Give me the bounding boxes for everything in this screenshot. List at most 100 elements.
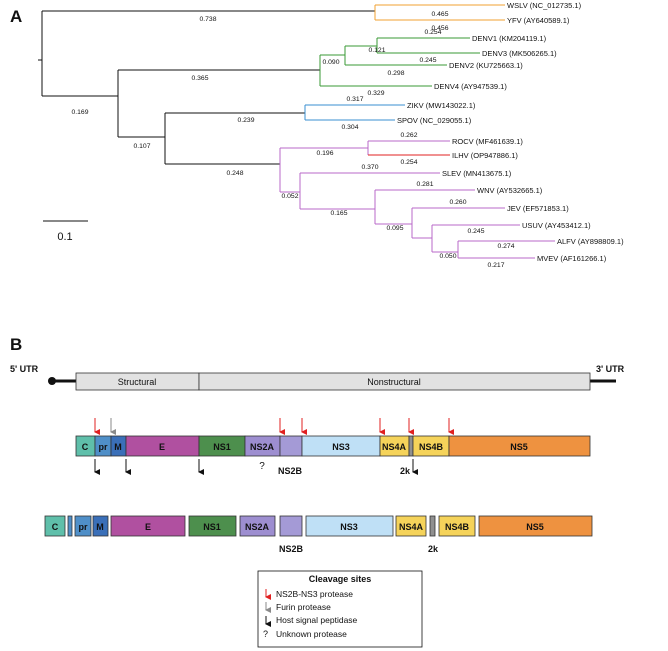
protein-label: 2k: [428, 544, 439, 554]
terminal-branch-lengths: 0.465 0.456 0.254 0.245 0.298 0.329 0.31…: [341, 11, 514, 269]
legend-box: [257, 570, 423, 648]
branch-length: 0.260: [449, 199, 466, 206]
branch-length: 0.465: [431, 11, 448, 18]
branch-length: 0.165: [330, 210, 347, 217]
phylogenetic-tree: [38, 4, 555, 259]
mature-proteins: [44, 515, 593, 537]
polyprotein: [75, 435, 591, 457]
taxon-label: WNV (AY532665.1): [477, 186, 543, 195]
branch-length: 0.245: [419, 57, 436, 64]
taxon-label: ALFV (AY898809.1): [557, 237, 624, 246]
taxon-label: DENV4 (AY947539.1): [434, 82, 507, 91]
branch-length: 0.245: [467, 228, 484, 235]
mature-m: [92, 515, 109, 537]
protein-label: NS4B: [445, 522, 470, 532]
protein-label: NS4A: [399, 522, 424, 532]
taxon-label: SLEV (MN413675.1): [442, 169, 512, 178]
legend-item-label: NS2B-NS3 protease: [276, 589, 353, 599]
protein-label: NS2B: [278, 466, 303, 476]
structural-label: Structural: [118, 377, 157, 387]
mature-ns1: [188, 515, 237, 537]
taxon-label: ZIKV (MW143022.1): [407, 101, 476, 110]
panel-a-label: A: [10, 7, 22, 26]
protein-label: NS2A: [250, 442, 275, 452]
protein-label: NS4A: [382, 442, 407, 452]
nonstructural-region: [198, 372, 591, 391]
protein-label: NS1: [203, 522, 221, 532]
branch-length: 0.281: [416, 181, 433, 188]
taxon-label: JEV (EF571853.1): [507, 204, 569, 213]
taxon-label: DENV3 (MK506265.1): [482, 49, 557, 58]
protein-label: NS2B: [279, 544, 304, 554]
mature-ns5: [478, 515, 593, 537]
branch-length: 0.254: [400, 159, 417, 166]
taxon-label: ROCV (MF461639.1): [452, 137, 523, 146]
protein-label: NS5: [526, 522, 544, 532]
protein-label: C: [82, 442, 89, 452]
branch-length: 0.738: [199, 16, 216, 23]
protein-ns2b: [279, 435, 303, 457]
protein-label: pr: [99, 442, 108, 452]
branch-length: 0.248: [226, 170, 243, 177]
mature-2k: [429, 515, 436, 537]
mature-c: [44, 515, 66, 537]
taxon-label: ILHV (OP947886.1): [452, 151, 518, 160]
branch-length: 0.052: [281, 193, 298, 200]
branch-length: 0.370: [361, 164, 378, 171]
protein-label: NS4B: [419, 442, 444, 452]
protein-label: E: [159, 442, 165, 452]
scale-bar-label: 0.1: [57, 231, 72, 243]
polyprotein-labels: C pr M E NS1 NS2A NS2B NS3 NS4A 2k NS4B …: [82, 442, 528, 476]
mature-protein-labels: C pr M E NS1 NS2A NS2B NS3 NS4A 2k NS4B …: [52, 522, 544, 554]
branch-length: 0.365: [191, 75, 208, 82]
legend-item-label: Host signal peptidase: [276, 615, 358, 625]
mature-ns2a: [239, 515, 276, 537]
taxon-label: DENV1 (KM204119.1): [472, 34, 547, 43]
protein-label: NS3: [332, 442, 350, 452]
protein-label: pr: [79, 522, 88, 532]
taxon-label: SPOV (NC_029055.1): [397, 116, 472, 125]
branch-length: 0.456: [431, 25, 448, 32]
utr3-label: 3' UTR: [596, 364, 625, 374]
unknown-protease-mark: ?: [259, 461, 265, 472]
mature-ns3: [305, 515, 394, 537]
taxon-label: USUV (AY453412.1): [522, 221, 591, 230]
branch-length: 0.262: [400, 132, 417, 139]
protein-label: C: [52, 522, 59, 532]
legend-question-mark: ?: [263, 629, 268, 639]
legend-item-label: Furin protease: [276, 602, 331, 612]
taxon-label: YFV (AY640589.1): [507, 16, 570, 25]
branch-length: 0.317: [346, 96, 363, 103]
mature-ns2b: [279, 515, 303, 537]
mature-e: [110, 515, 186, 537]
branch-length: 0.090: [322, 59, 339, 66]
branch-length: 0.217: [487, 262, 504, 269]
branch-length: 0.095: [386, 225, 403, 232]
branch-length: 0.274: [497, 243, 514, 250]
branch-length: 0.196: [316, 150, 333, 157]
taxon-labels: WSLV (NC_012735.1) YFV (AY640589.1) DENV…: [397, 1, 624, 263]
protein-label: NS2A: [245, 522, 270, 532]
taxon-label: WSLV (NC_012735.1): [507, 1, 582, 10]
branch-length: 0.254: [424, 29, 441, 36]
branch-length: 0.329: [367, 90, 384, 97]
protein-2k: [408, 435, 414, 457]
scale-bar: 0.1: [43, 220, 88, 243]
legend: Cleavage sites NS2B-NS3 protease Furin p…: [257, 570, 423, 648]
nonstructural-label: Nonstructural: [367, 377, 421, 387]
protein-label: E: [145, 522, 151, 532]
legend-title: Cleavage sites: [309, 574, 372, 584]
mature-pr: [74, 515, 92, 537]
mature-ns4a: [395, 515, 427, 537]
branch-length: 0.239: [237, 117, 254, 124]
mature-ns4b: [438, 515, 476, 537]
branch-length: 0.298: [387, 70, 404, 77]
protein-ns5: [448, 435, 591, 457]
protein-label: 2k: [400, 466, 411, 476]
protein-label: NS1: [213, 442, 231, 452]
utr5-label: 5' UTR: [10, 364, 39, 374]
mature-gap-pr: [67, 515, 73, 537]
cleavage-arrows: [94, 418, 454, 475]
protein-label: NS5: [510, 442, 528, 452]
